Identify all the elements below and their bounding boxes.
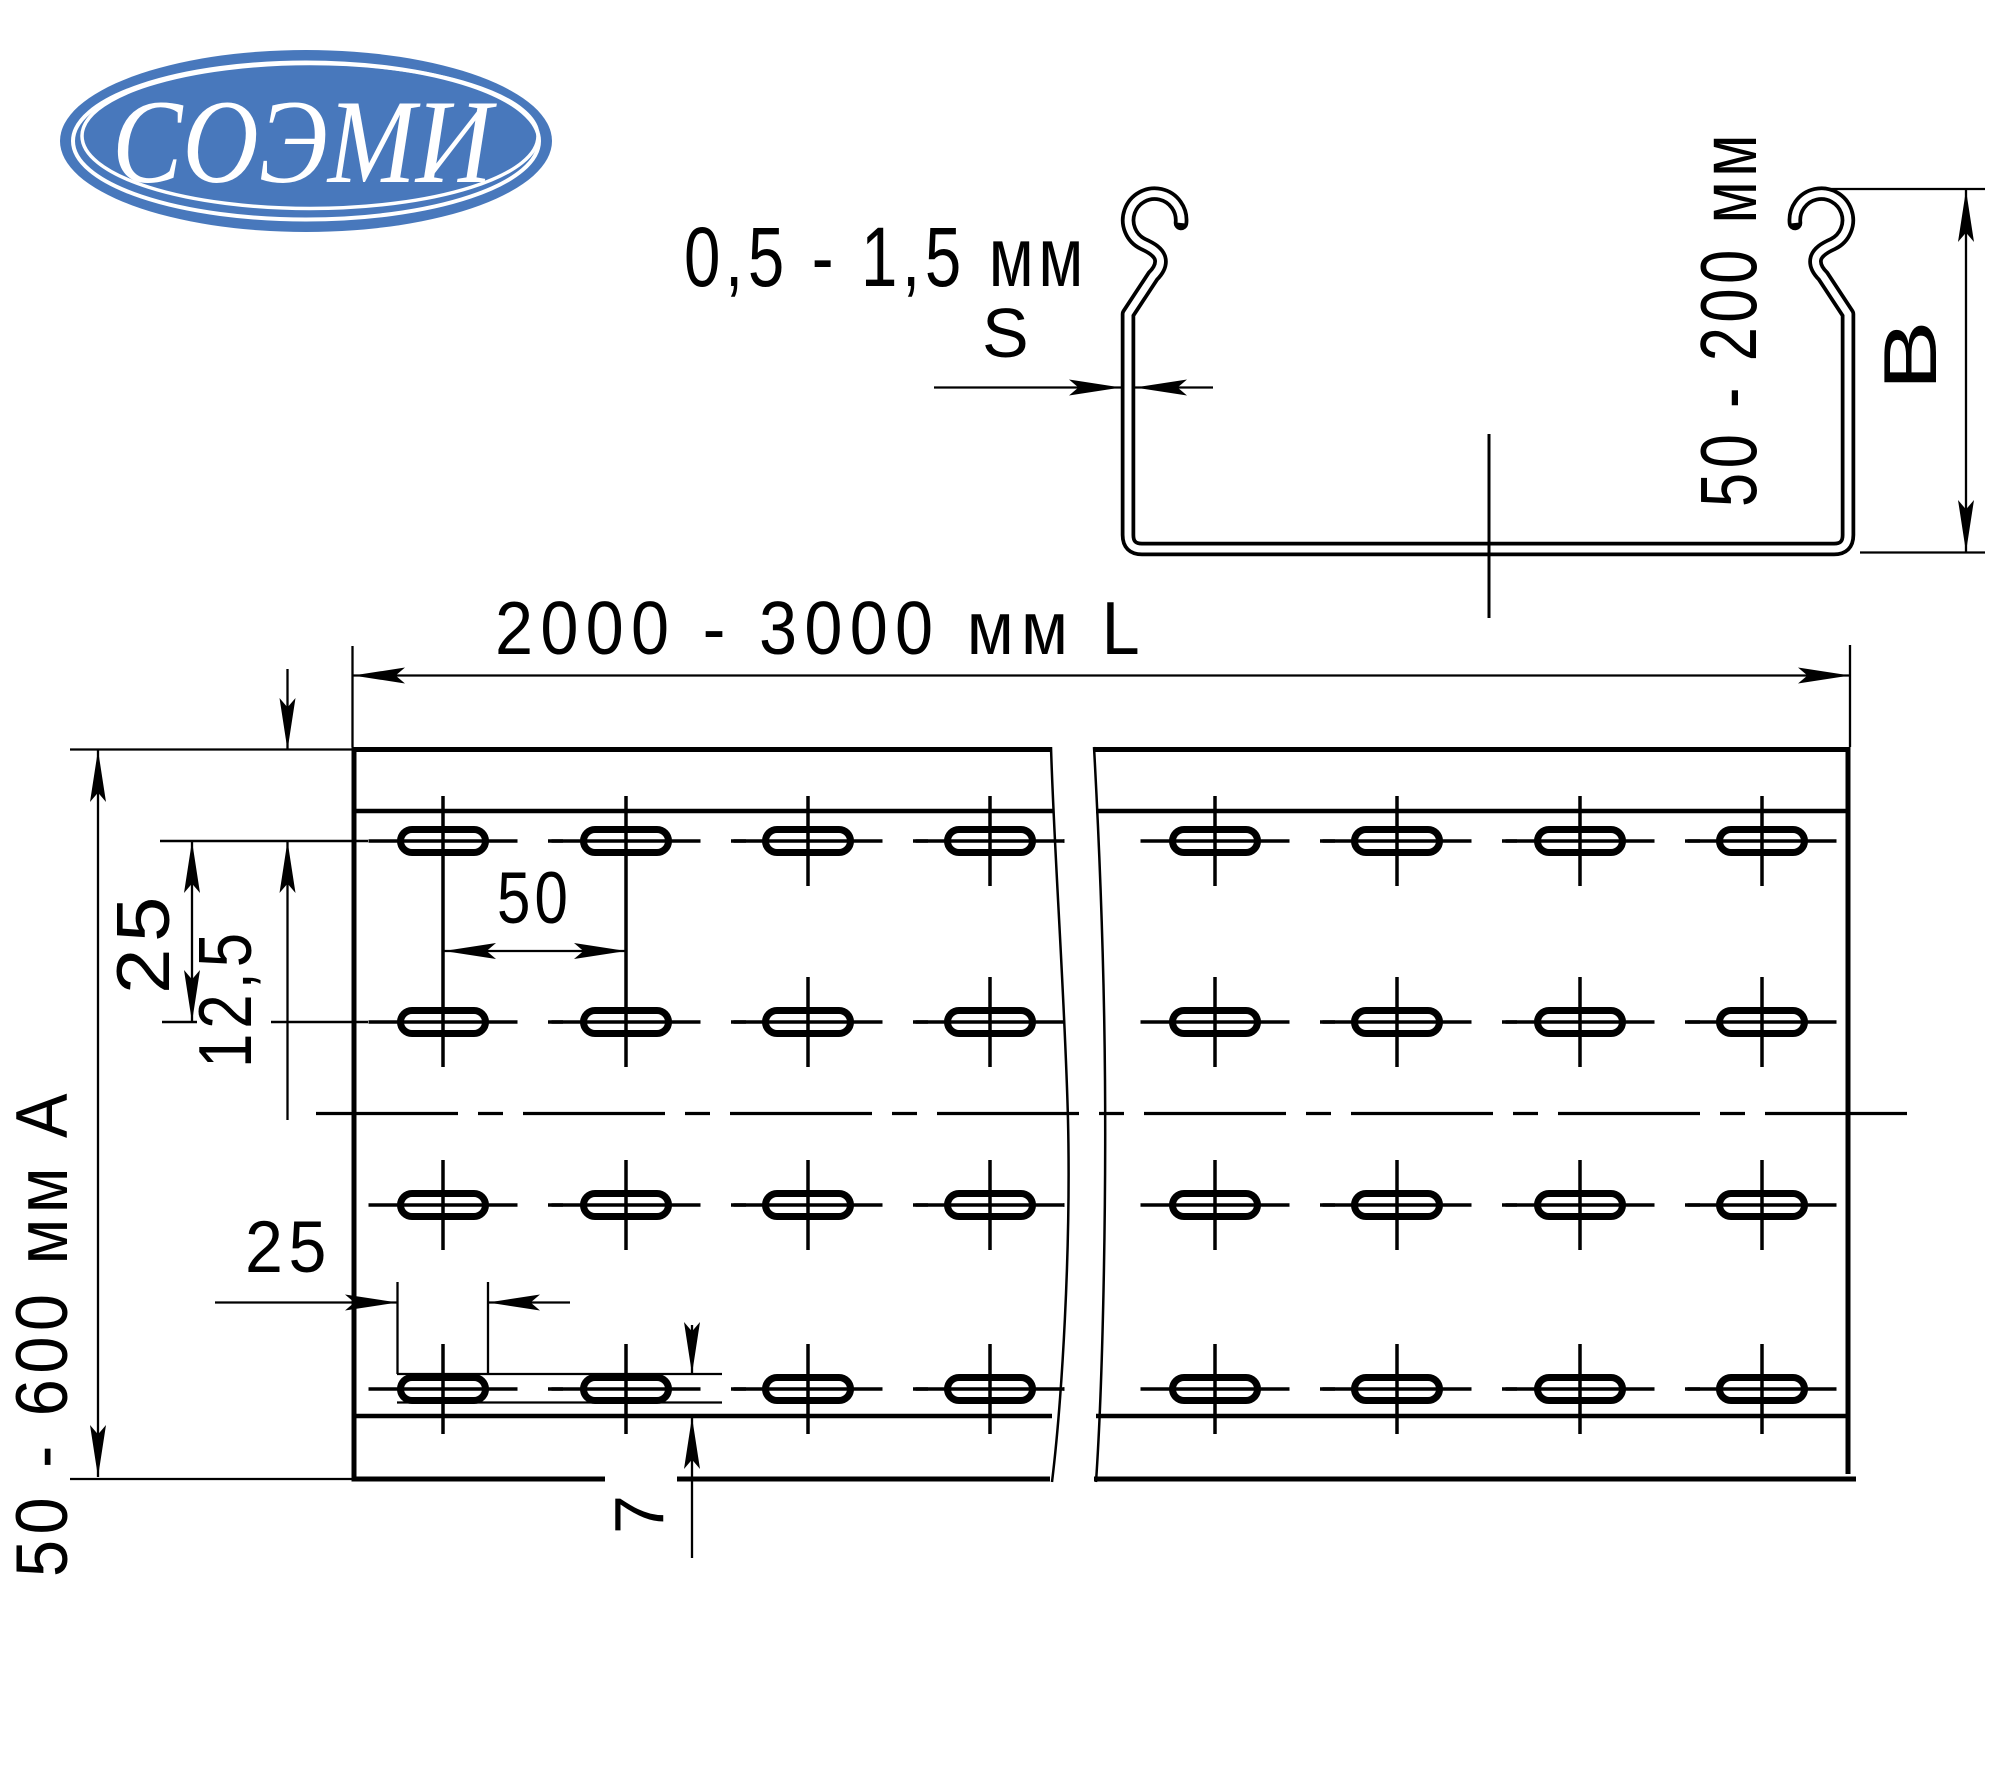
svg-text:50: 50 bbox=[497, 858, 572, 939]
svg-text:50 - 600 мм А: 50 - 600 мм А bbox=[2, 1088, 83, 1577]
svg-text:0,5 - 1,5 мм: 0,5 - 1,5 мм bbox=[684, 210, 1088, 304]
svg-text:B: B bbox=[1868, 320, 1952, 391]
svg-text:СОЭМИ: СОЭМИ bbox=[112, 75, 498, 208]
svg-text:50 - 200 мм: 50 - 200 мм bbox=[1684, 130, 1773, 507]
svg-text:S: S bbox=[982, 294, 1029, 372]
svg-text:25: 25 bbox=[101, 890, 185, 994]
svg-text:7: 7 bbox=[600, 1495, 678, 1534]
svg-text:25: 25 bbox=[245, 1207, 332, 1288]
svg-text:2000 - 3000 мм L: 2000 - 3000 мм L bbox=[495, 586, 1147, 670]
svg-text:12,5: 12,5 bbox=[183, 928, 267, 1068]
